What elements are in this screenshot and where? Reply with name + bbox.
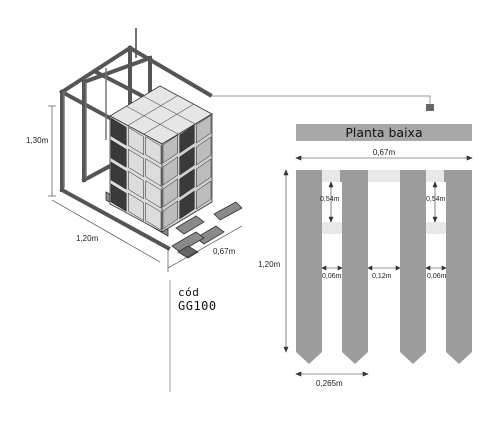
block-cell — [196, 136, 212, 166]
block-cell — [196, 180, 212, 210]
tine-2 — [342, 170, 368, 364]
product-code-label: cód — [178, 286, 199, 299]
left-slot-label: 0,54m — [320, 196, 340, 203]
block-cell — [179, 124, 195, 154]
block-cell — [128, 148, 144, 178]
left-slot — [322, 222, 342, 234]
tine-4 — [446, 170, 472, 364]
tine-3 — [400, 170, 426, 364]
block-cell — [196, 158, 212, 188]
right-slot-label: 0,54m — [426, 196, 446, 203]
iso-length-label: 1,20m — [76, 234, 99, 243]
block-cell — [179, 190, 195, 220]
block-cell — [162, 200, 178, 230]
fork-tines — [296, 170, 472, 364]
iso-height-label: 1,30m — [26, 136, 49, 145]
right-gap-label: 0,06m — [427, 273, 447, 280]
block-cell — [128, 170, 144, 200]
plan-title: Planta baixa — [345, 125, 422, 140]
right-slot — [426, 222, 446, 234]
bottom-width-label: 0,265m — [316, 379, 343, 388]
block-cell — [110, 117, 127, 146]
tine-1 — [296, 170, 322, 364]
block-cell — [179, 168, 195, 198]
left-gap-label: 0,06m — [322, 273, 342, 280]
block-cell — [110, 139, 127, 168]
iso-width-label: 0,67m — [213, 247, 236, 256]
block-cell — [110, 161, 127, 190]
iso-dimension-lines — [48, 105, 243, 272]
block-cell — [162, 156, 178, 186]
block-cell — [145, 180, 162, 209]
center-gap-label: 0,12m — [372, 273, 392, 280]
isometric-view: 1,30m 1,20m 0,67m — [26, 28, 434, 392]
plan-length-label: 1,20m — [258, 260, 281, 269]
block-cells — [110, 114, 212, 231]
block-cell — [128, 192, 144, 222]
leader-marker — [426, 104, 434, 111]
block-cell — [196, 114, 212, 144]
product-code-value: GG100 — [178, 299, 217, 313]
block-cell — [128, 126, 144, 156]
block-cell — [145, 136, 162, 165]
block-cell — [162, 178, 178, 208]
plan-title-bar — [296, 124, 472, 141]
block-cell — [145, 202, 162, 231]
plan-total-width-label: 0,67m — [373, 148, 396, 157]
block-cell — [179, 146, 195, 176]
plan-view: Planta baixa 0,67m — [258, 124, 473, 388]
block-cell — [145, 158, 162, 187]
block-cell — [162, 134, 178, 164]
block-cell — [110, 183, 127, 212]
